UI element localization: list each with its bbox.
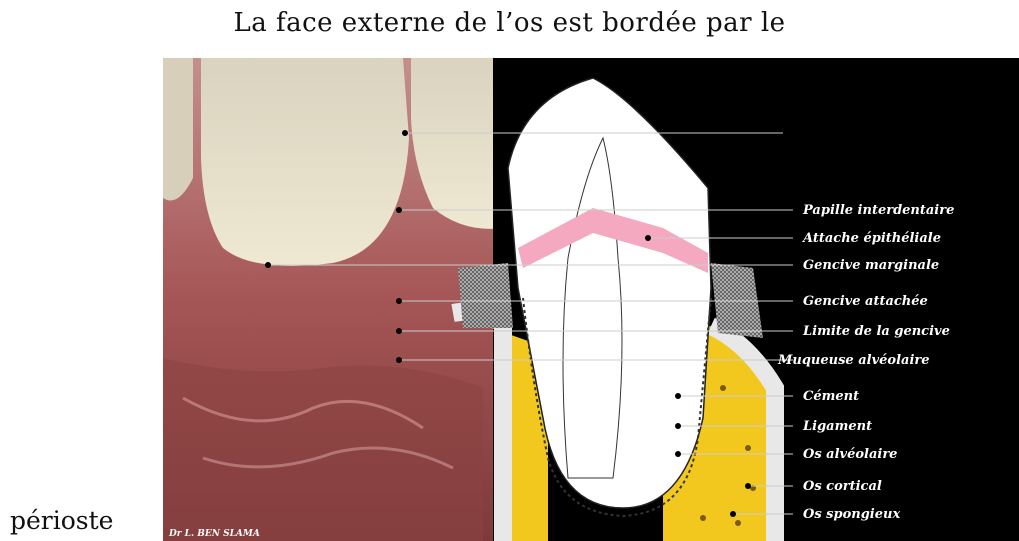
label-muqueuse: Muqueuse alvéolaire	[777, 353, 930, 368]
tooth-anatomy-figure: Papille interdentaire Attache épithélial…	[163, 58, 1019, 541]
label-limite-gencive: Limite de la gencive	[802, 324, 950, 339]
slide-title: La face externe de l’os est bordée par l…	[0, 8, 1019, 38]
gum-wedge-left	[458, 263, 513, 328]
tooth-diagram: Papille interdentaire Attache épithélial…	[163, 58, 1019, 541]
caption-perioste: périoste	[10, 506, 113, 535]
label-ligament: Ligament	[802, 419, 872, 434]
label-gencive-attachee: Gencive attachée	[803, 294, 928, 309]
label-attache: Attache épithéliale	[801, 231, 941, 246]
label-papille: Papille interdentaire	[802, 203, 954, 218]
label-os-spongieux: Os spongieux	[803, 507, 900, 522]
schematic-tooth	[453, 58, 783, 541]
label-gencive-marginale: Gencive marginale	[803, 258, 939, 273]
image-credit: Dr L. BEN SLAMA	[168, 529, 260, 539]
label-os-alveolaire: Os alvéolaire	[803, 447, 897, 462]
label-cement: Cément	[803, 389, 859, 404]
tooth-left-edge	[163, 58, 193, 201]
photo-tooth-left	[201, 58, 409, 266]
label-os-cortical: Os cortical	[803, 479, 882, 494]
photo-gum-teeth	[163, 58, 503, 541]
